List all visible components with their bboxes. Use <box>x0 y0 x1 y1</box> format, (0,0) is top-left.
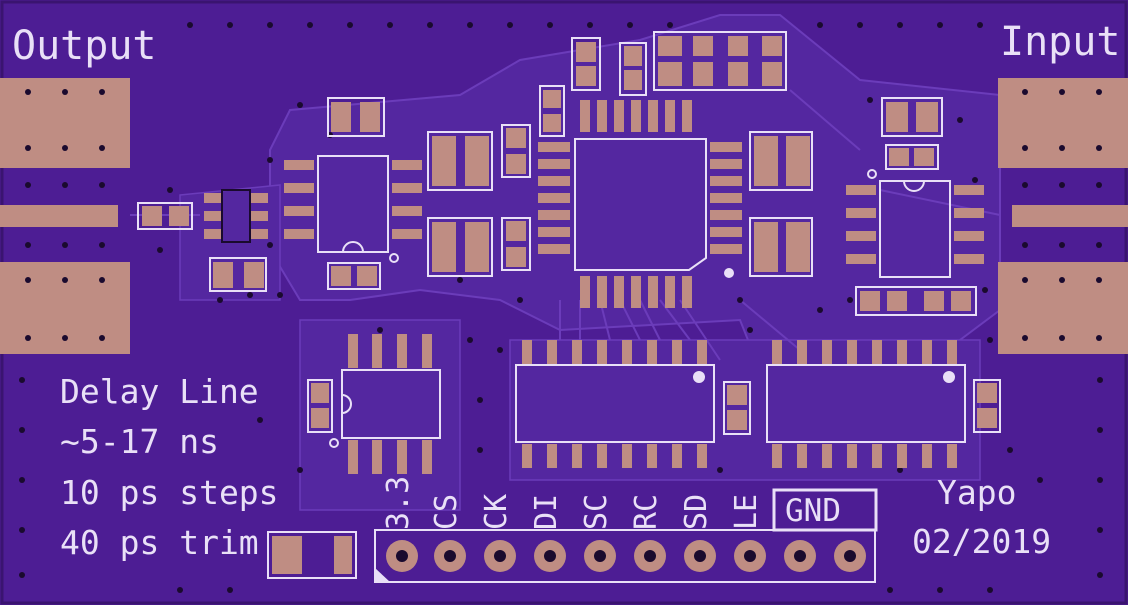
pin-label-cs: CS <box>429 493 464 530</box>
input-label: Input <box>1000 19 1121 65</box>
title-line-2: ~5-17 ns <box>60 422 219 461</box>
pin-label-3v3: 3.3 <box>381 475 416 530</box>
author-label: Yapo <box>937 473 1017 512</box>
pin-label-ck: CK <box>479 493 514 530</box>
title-line-1: Delay Line <box>60 372 259 411</box>
output-label: Output <box>12 23 157 69</box>
gnd-label: GND <box>785 493 841 529</box>
pin-label-rc: RC <box>629 493 664 530</box>
pin-label-le: LE <box>729 493 764 530</box>
date-label: 02/2019 <box>912 522 1052 561</box>
pin-label-sd: SD <box>679 493 714 530</box>
pin-label-di: DI <box>529 493 564 530</box>
title-line-3: 10 ps steps <box>60 473 279 512</box>
title-line-4: 40 ps trim <box>60 523 259 562</box>
pin-label-sc: SC <box>579 493 614 530</box>
